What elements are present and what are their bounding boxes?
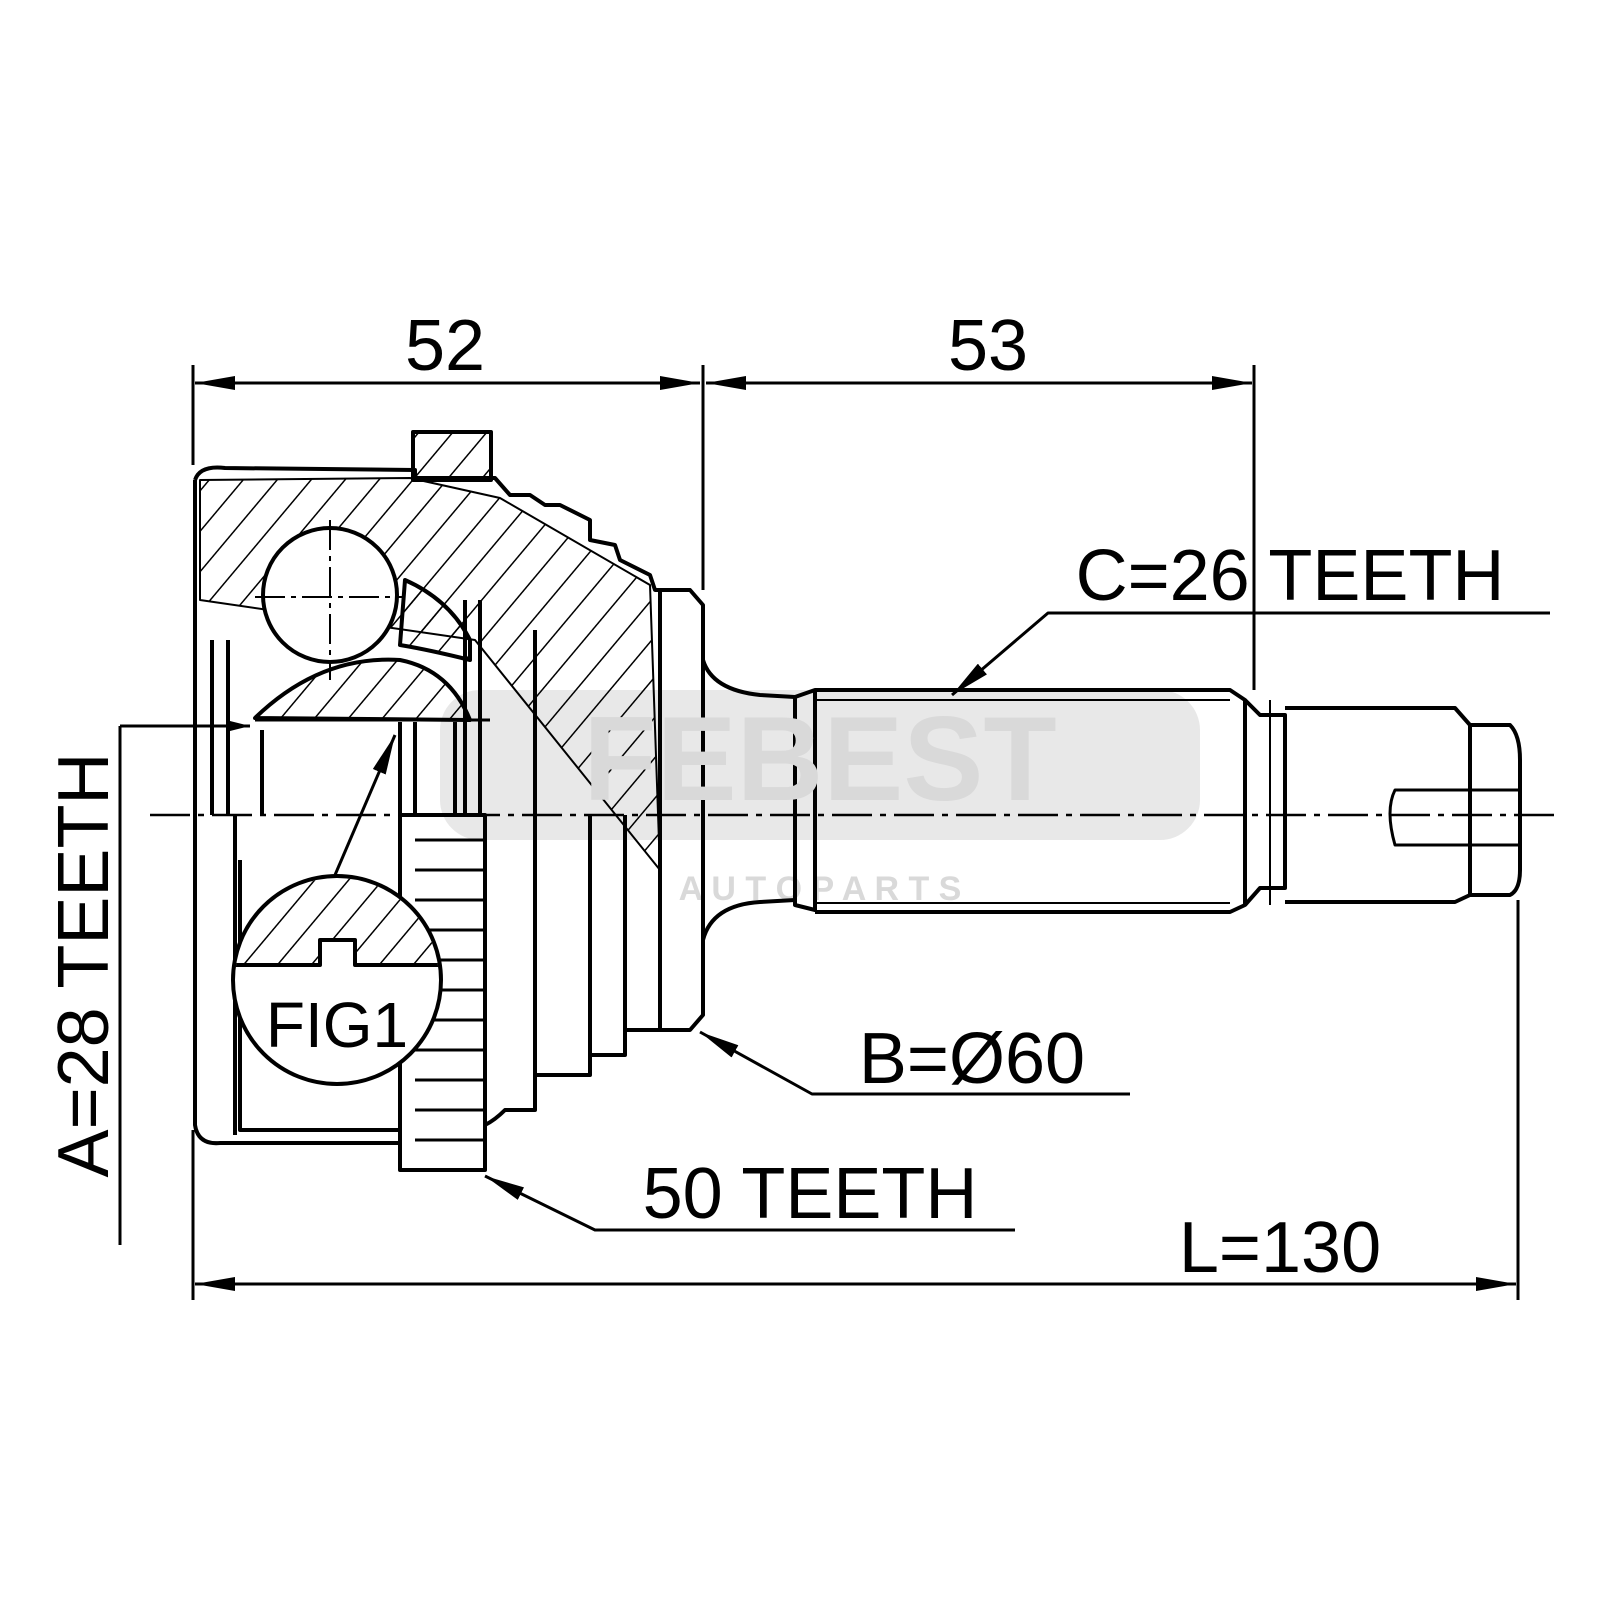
label-c-teeth: C=26 TEETH: [1076, 536, 1505, 616]
abs-top-ring: [411, 430, 493, 482]
leader-fig1: [333, 734, 397, 876]
label-a-teeth: A=28 TEETH: [44, 753, 124, 1178]
label-b-diameter: B=Ø60: [859, 1019, 1085, 1099]
leader-b-diameter: [699, 1030, 1130, 1096]
dim-label-53: 53: [948, 306, 1028, 386]
watermark-subtitle: A U T O P A R T S: [679, 870, 962, 908]
label-50-teeth: 50 TEETH: [643, 1154, 978, 1234]
fig1-label: FIG1: [266, 989, 408, 1061]
leader-c-teeth: [951, 611, 1550, 697]
watermark-brand: FEBEST: [583, 692, 1056, 826]
label-l-total: L=130: [1179, 1208, 1381, 1288]
leader-50-teeth: [484, 1174, 1015, 1232]
dim-label-52: 52: [405, 306, 485, 386]
